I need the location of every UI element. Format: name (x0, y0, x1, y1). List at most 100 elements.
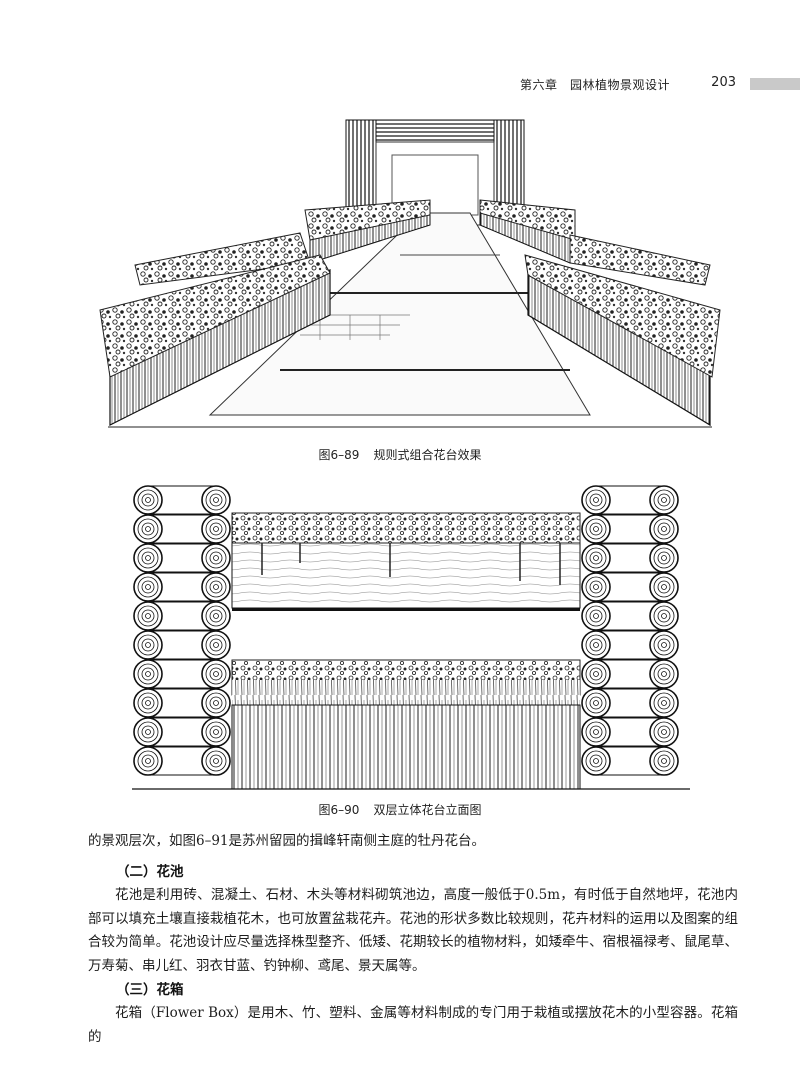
log-end (585, 576, 607, 598)
log-end (205, 605, 227, 627)
log-end (593, 613, 599, 619)
log-end (141, 609, 155, 623)
log-end (209, 580, 223, 594)
log-end (213, 700, 219, 706)
log-end (653, 547, 675, 569)
log-end (589, 522, 603, 536)
log-end (593, 700, 599, 706)
log-end (589, 725, 603, 739)
log-end (137, 518, 159, 540)
log-end (653, 721, 675, 743)
header-tab-bar (750, 78, 800, 90)
figure-number: 图6–90 (318, 803, 360, 817)
log-end (213, 613, 219, 619)
log-end (589, 551, 603, 565)
log-end (585, 692, 607, 714)
log-end (657, 522, 671, 536)
log-end (209, 551, 223, 565)
log-end (205, 489, 227, 511)
log-end (213, 497, 219, 503)
log-end (205, 721, 227, 743)
log-end (653, 518, 675, 540)
log-end (661, 671, 667, 677)
log-end (213, 555, 219, 561)
log-end (141, 638, 155, 652)
log-end (589, 580, 603, 594)
log-end (141, 725, 155, 739)
log-end (589, 754, 603, 768)
body-paragraph-continuation: 的景观层次，如图6–91是苏州留园的揖峰轩南侧主庭的牡丹花台。 (88, 833, 486, 849)
log-end (585, 663, 607, 685)
log-end (141, 667, 155, 681)
figure-number: 图6–89 (318, 448, 360, 462)
figure-6-90-illustration (0, 485, 800, 790)
log-end (585, 547, 607, 569)
log-end (209, 725, 223, 739)
log-end (141, 493, 155, 507)
log-end (585, 605, 607, 627)
log-end (141, 551, 155, 565)
log-end (653, 663, 675, 685)
log-end (585, 750, 607, 772)
log-end (589, 667, 603, 681)
log-end (661, 555, 667, 561)
log-end (657, 580, 671, 594)
log-end (653, 489, 675, 511)
log-end (593, 555, 599, 561)
log-end (213, 671, 219, 677)
log-end (653, 750, 675, 772)
log-end (145, 729, 151, 735)
log-end (137, 721, 159, 743)
log-end (661, 526, 667, 532)
section-heading-flower-box: （三）花箱 (116, 982, 184, 998)
log-end (205, 663, 227, 685)
log-end (593, 729, 599, 735)
log-end (657, 667, 671, 681)
log-end (213, 729, 219, 735)
log-end (137, 692, 159, 714)
log-end (145, 555, 151, 561)
log-end (653, 692, 675, 714)
log-end (145, 526, 151, 532)
figure-title: 规则式组合花台效果 (373, 448, 482, 462)
log-end (209, 667, 223, 681)
log-end (205, 576, 227, 598)
log-end (205, 547, 227, 569)
log-end (657, 754, 671, 768)
log-end (213, 642, 219, 648)
figure-6-89-caption: 图6–89 规则式组合花台效果 (0, 446, 800, 463)
log-end (205, 692, 227, 714)
log-stack-left (133, 485, 231, 776)
log-end (209, 522, 223, 536)
log-end (137, 663, 159, 685)
log-end (661, 729, 667, 735)
log-stack-right (581, 485, 679, 776)
log-end (589, 696, 603, 710)
body-paragraph-flower-box: 花箱（Flower Box）是用木、竹、塑料、金属等材料制成的专门用于栽植或摆放… (88, 1005, 738, 1045)
log-end (593, 642, 599, 648)
figure-title: 双层立体花台立面图 (373, 803, 482, 817)
log-end (593, 671, 599, 677)
log-end (657, 551, 671, 565)
log-end (585, 518, 607, 540)
log-end (589, 493, 603, 507)
log-end (657, 609, 671, 623)
figure-6-89-illustration (0, 115, 800, 435)
log-end (213, 758, 219, 764)
log-end (589, 638, 603, 652)
log-end (137, 547, 159, 569)
log-end (661, 497, 667, 503)
running-header: 第六章 园林植物景观设计 203 (0, 72, 800, 96)
page-number: 203 (711, 75, 736, 90)
log-end (145, 497, 151, 503)
log-end (657, 493, 671, 507)
log-end (653, 576, 675, 598)
log-end (593, 758, 599, 764)
log-end (661, 613, 667, 619)
log-end (657, 725, 671, 739)
log-end (141, 522, 155, 536)
log-end (585, 489, 607, 511)
log-end (145, 584, 151, 590)
log-end (145, 613, 151, 619)
log-end (593, 584, 599, 590)
